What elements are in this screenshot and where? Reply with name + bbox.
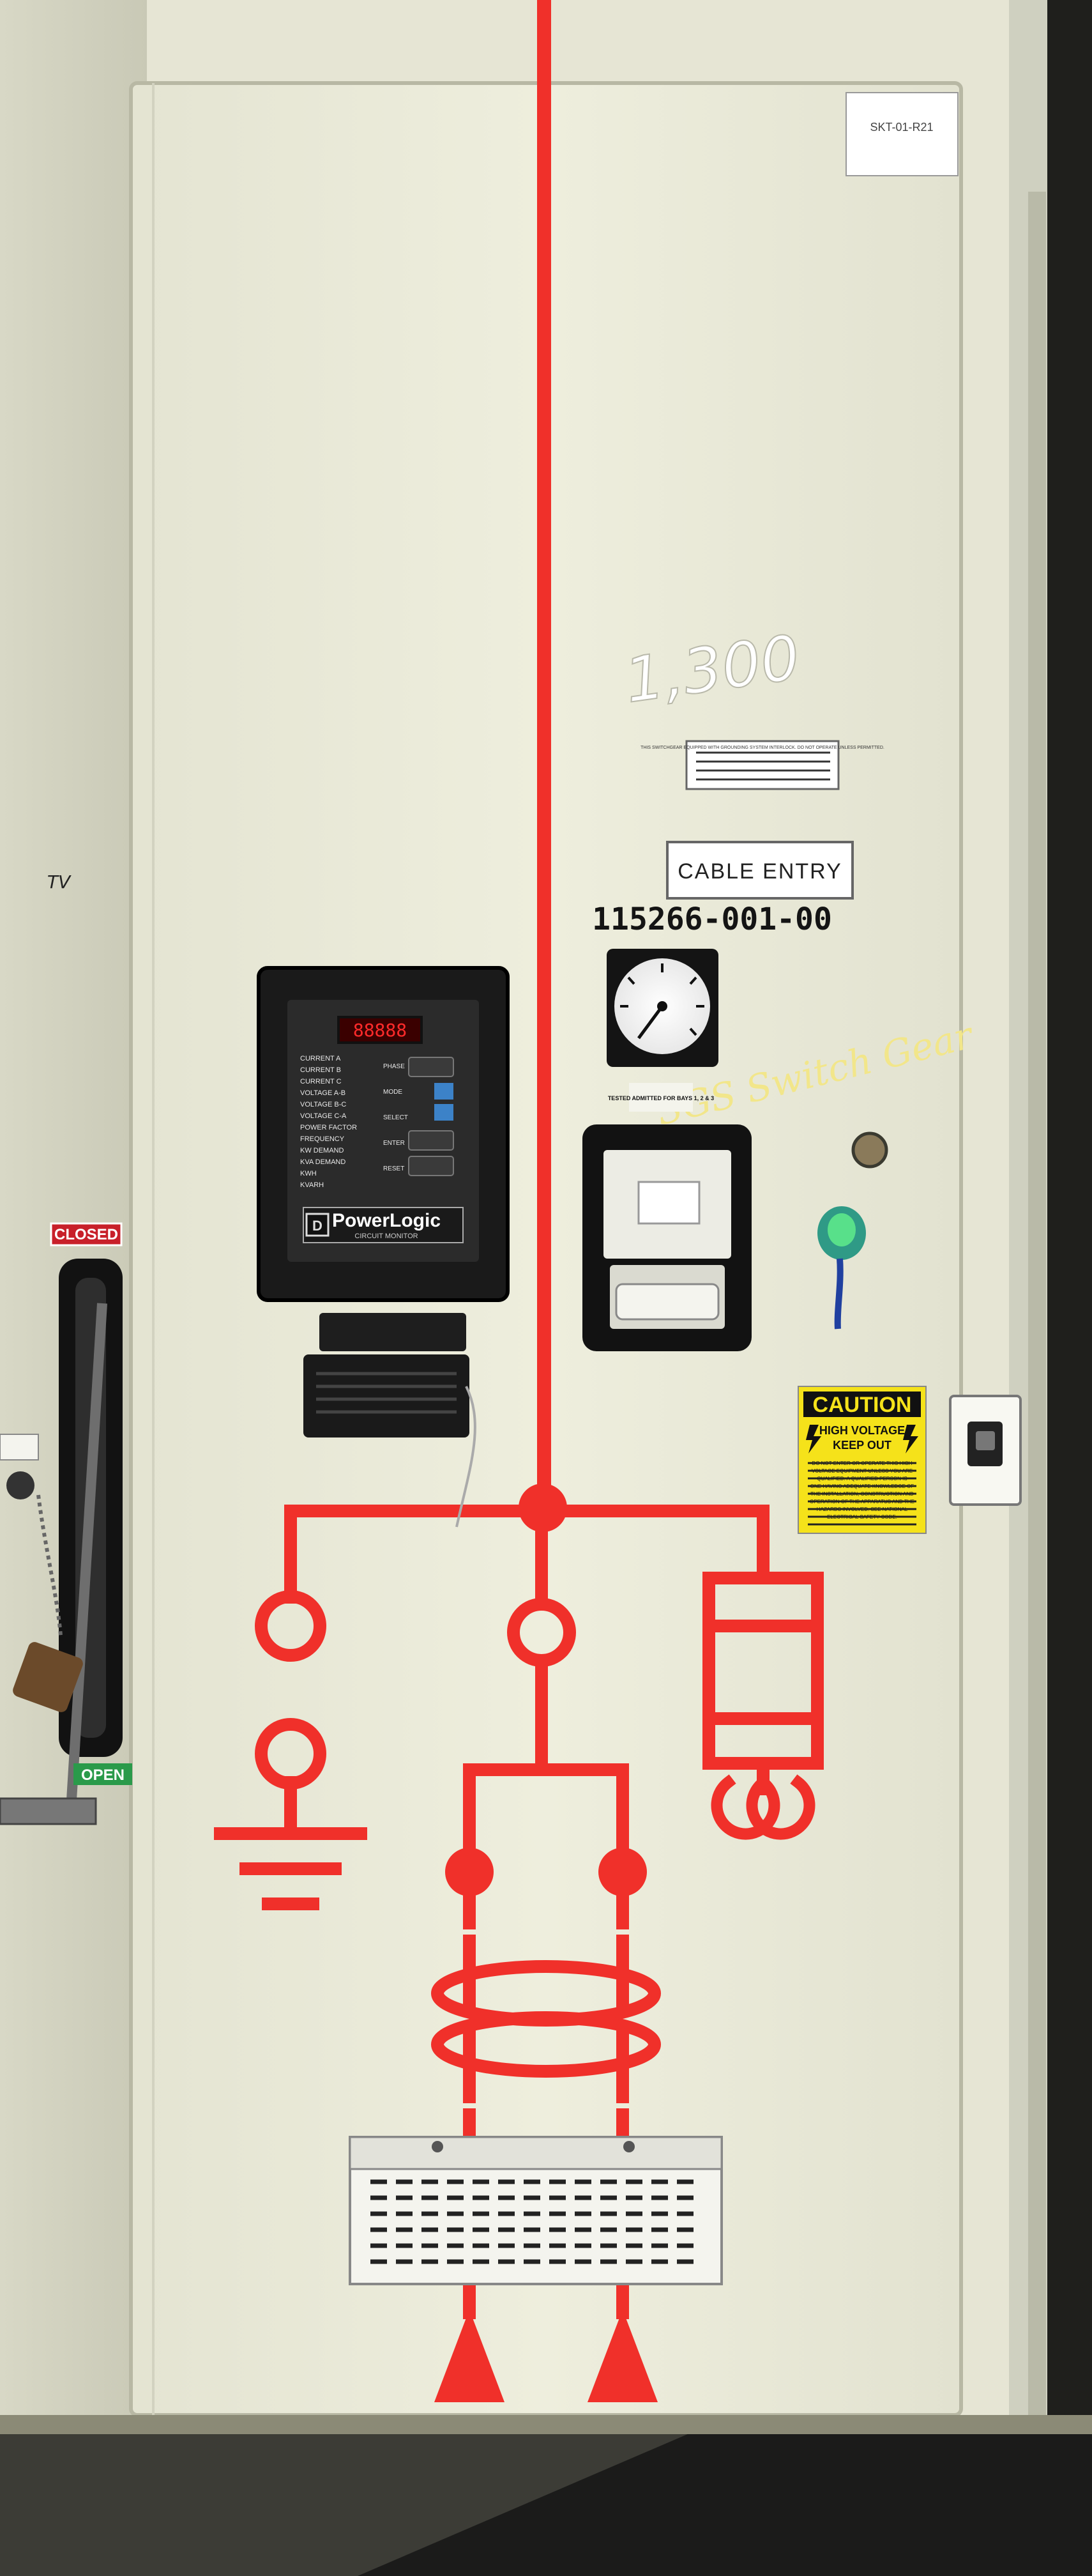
open-indicator	[73, 1763, 132, 1785]
mimic-cable-arrow-left	[434, 2310, 504, 2402]
powerlogic-row-label: FREQUENCY	[300, 1135, 345, 1143]
powerlogic-row-label: KVARH	[300, 1181, 324, 1189]
ammeter	[607, 949, 718, 1067]
powerlogic-brand-bar	[303, 1207, 464, 1243]
mimic-cable-arrow-right	[588, 2310, 658, 2402]
caution-body-line: OPERATION OF THE APPARATUS AND THE	[810, 1499, 914, 1505]
powerlogic-brand: PowerLogic	[332, 1210, 441, 1231]
warning-plate	[685, 740, 840, 790]
powerlogic-row-label: VOLTAGE C-A	[300, 1112, 347, 1120]
closed-indicator	[50, 1222, 123, 1246]
powerlogic-display	[337, 1016, 423, 1044]
caution-body-line: THE INSTALLATION, CONSTRUCTION AND	[810, 1491, 914, 1497]
caution-body-line: QUALIFIED. A QUALIFIED PERSON IS	[817, 1476, 907, 1482]
svg-text:88888: 88888	[353, 1020, 407, 1041]
powerlogic-row-label: KWH	[300, 1170, 317, 1177]
powerlogic-row-label: KVA DEMAND	[300, 1158, 345, 1166]
mimic-ground-disconnect	[255, 1590, 326, 1662]
open-label: OPEN	[81, 1767, 125, 1784]
powerlogic-buttons	[408, 1057, 454, 1176]
mimic-ct-coil-lower	[431, 2011, 661, 2078]
closed-label: CLOSED	[54, 1226, 118, 1243]
handwritten-serial: 115266-001-00	[592, 901, 832, 937]
meter-caption: TESTED ADMITTED FOR BAYS 1, 2 & 3	[608, 1095, 714, 1101]
powerlogic-sub: CIRCUIT MONITOR	[354, 1232, 418, 1240]
side-latch[interactable]	[949, 1395, 1022, 1506]
padlock	[6, 1471, 83, 1712]
powerlogic-row-label: VOLTAGE B-C	[300, 1101, 346, 1108]
caution-body-line: DO NOT ENTER OR OPERATE THIS HIGH	[812, 1460, 913, 1466]
left-panel	[0, 0, 147, 2415]
powerlogic-btn-up	[434, 1083, 453, 1100]
lightning-icon	[806, 1425, 821, 1453]
caution-line2: KEEP OUT	[833, 1439, 891, 1452]
powerlogic-key-label: ENTER	[383, 1140, 405, 1147]
lock-knob[interactable]	[851, 1131, 888, 1169]
lightning-icon-right	[903, 1425, 918, 1453]
caution-body-line: HAZARDS INVOLVED. SEE NATIONAL	[817, 1506, 908, 1512]
handwritten-tv: TV	[47, 871, 72, 893]
door-handle-recess[interactable]	[582, 1124, 752, 1351]
powerlogic-row-label: CURRENT C	[300, 1078, 342, 1085]
mimic-pt-coils	[711, 1774, 815, 1840]
powerlogic-key-label: PHASE	[383, 1063, 405, 1070]
powerlogic-key-label: SELECT	[383, 1114, 408, 1121]
cable-entry-plate	[666, 841, 854, 900]
powerlogic-row-label: VOLTAGE A-B	[300, 1089, 345, 1097]
hinge-bar	[0, 1797, 97, 1825]
powerlogic-row-label: KW DEMAND	[300, 1147, 344, 1154]
svg-text:D: D	[312, 1218, 322, 1234]
caution-body-line: ONE HAVING ADEQUATE KNOWLEDGE OF	[810, 1483, 914, 1489]
corner-tag-text: SKT-01-R21	[870, 121, 933, 134]
powerlogic-meter: 88888	[257, 966, 510, 1302]
powerlogic-key-label: RESET	[383, 1165, 404, 1172]
operating-handle[interactable]	[59, 1259, 123, 1821]
powerlogic-row-label: CURRENT A	[300, 1055, 341, 1062]
caution-header: CAUTION	[813, 1393, 912, 1417]
comm-module	[303, 1313, 476, 1528]
powerlogic-key-label: MODE	[383, 1089, 402, 1096]
powerlogic-row-label: CURRENT B	[300, 1066, 341, 1074]
warning-plate-text: THIS SWITCHGEAR EQUIPPED WITH GROUNDING …	[641, 746, 884, 750]
caution-line1: HIGH VOLTAGE	[819, 1424, 905, 1437]
corner-tag	[846, 92, 959, 176]
cable-entry-label: CABLE ENTRY	[678, 859, 842, 884]
powerlogic-btn-down	[434, 1104, 453, 1121]
caution-body-line: ELECTRICAL SAFETY CODE.	[827, 1514, 897, 1520]
powerlogic-row-label: POWER FACTOR	[300, 1124, 357, 1131]
vent-grille	[349, 2136, 723, 2285]
mimic-bus-diagram	[214, 0, 824, 2319]
meter-caption-plate	[629, 1083, 693, 1112]
caution-body-line: VOLTAGE EQUIPMENT UNLESS YOU ARE	[812, 1468, 913, 1474]
